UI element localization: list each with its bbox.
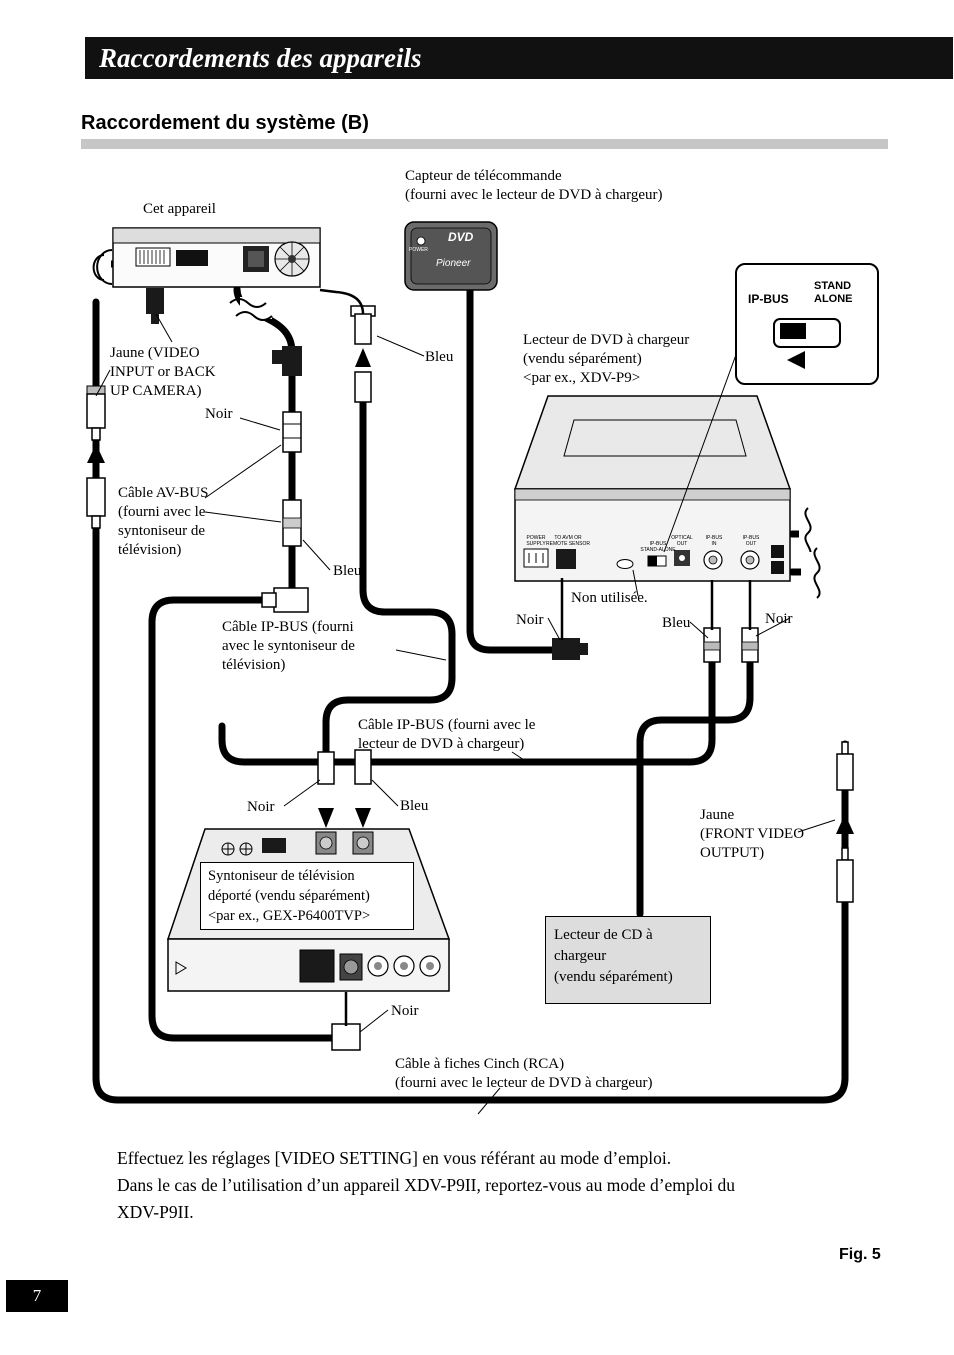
body-text-line-1: Effectuez les réglages [VIDEO SETTING] e… xyxy=(117,1148,672,1168)
label-this-unit: Cet appareil xyxy=(143,201,216,217)
port-links xyxy=(319,288,752,1026)
dvd-optical-out-label: OPTICAL OUT xyxy=(671,535,693,547)
body-text-line-2: Dans le cas de l’utilisation d’un appare… xyxy=(117,1175,736,1195)
section-rule xyxy=(81,139,888,149)
sensor-power-label: POWER xyxy=(409,247,428,253)
dvd-power-supply-label: POWER SUPPLY xyxy=(526,535,546,547)
switch-knob xyxy=(780,323,806,339)
header-title: Raccordements des appareils xyxy=(99,43,422,73)
cd-changer-box: Lecteur de CD à chargeur (vendu séparéme… xyxy=(545,916,711,1004)
label-blue-1: Bleu xyxy=(425,349,454,365)
figure-caption: Fig. 5 xyxy=(839,1246,881,1263)
label-black-3: Noir xyxy=(765,611,793,627)
label-black-2: Noir xyxy=(516,612,544,628)
cable-break-icons xyxy=(92,246,825,599)
label-dvd-player: Lecteur de DVD à chargeur (vendu séparém… xyxy=(523,332,690,386)
label-remote-sensor: Capteur de télécommande (fourni avec le … xyxy=(405,168,663,203)
arrow-left-icon xyxy=(787,351,805,369)
label-ipbus-dvd-cable: Câble IP-BUS (fourni avec le lecteur de … xyxy=(358,717,536,752)
label-blue-2: Bleu xyxy=(333,563,362,579)
label-cinch-cable: Câble à fiches Cinch (RCA) (fourni avec … xyxy=(395,1056,653,1091)
label-not-used: Non utilisée. xyxy=(571,590,648,606)
head-unit xyxy=(112,227,321,324)
label-black-4: Noir xyxy=(247,799,275,815)
dvd-ipbus-out-label: IP-BUS OUT xyxy=(742,535,760,547)
tv-tuner-label-box: Syntoniseur de télévision déporté (vendu… xyxy=(200,862,414,930)
dvd-logo: DVD xyxy=(448,230,474,244)
callout-lines xyxy=(95,313,836,1115)
direction-arrow-icons xyxy=(87,348,854,834)
switch-standalone-label: STAND ALONE xyxy=(814,280,853,305)
dvd-changer xyxy=(513,395,792,582)
label-blue-4: Bleu xyxy=(400,798,429,814)
remote-sensor-device xyxy=(404,221,498,291)
label-blue-3: Bleu xyxy=(662,615,691,631)
label-yellow-front-video: Jaune (FRONT VIDEO OUTPUT) xyxy=(700,807,805,861)
section-title: Raccordement du système (B) xyxy=(81,112,369,134)
label-yellow-video-input: Jaune (VIDEO INPUT or BACK UP CAMERA) xyxy=(110,345,216,399)
dvd-remote-in-label: TO AVM OR REMOTE SENSOR xyxy=(546,535,590,547)
dvd-standalone-switch-label: IP-BUS STAND-ALONE xyxy=(640,541,676,553)
page-header: Raccordements des appareils xyxy=(85,37,953,79)
label-black-1: Noir xyxy=(205,406,233,422)
body-text-line-3: XDV-P9II. xyxy=(117,1202,194,1222)
label-ipbus-tv-cable: Câble IP-BUS (fourni avec le syntoniseur… xyxy=(222,619,355,673)
connectors xyxy=(86,305,854,1051)
switch-ipbus-label: IP-BUS xyxy=(748,292,789,306)
standalone-switch-callout: IP-BUS STAND ALONE xyxy=(735,263,879,385)
dvd-ipbus-in-label: IP-BUS IN xyxy=(705,535,723,547)
label-av-bus-cable: Câble AV-BUS (fourni avec le syntoniseur… xyxy=(118,485,209,558)
page-number: 7 xyxy=(6,1280,68,1312)
pioneer-logo: Pioneer xyxy=(436,258,471,269)
label-black-5: Noir xyxy=(391,1003,419,1019)
slide-switch xyxy=(773,318,841,348)
